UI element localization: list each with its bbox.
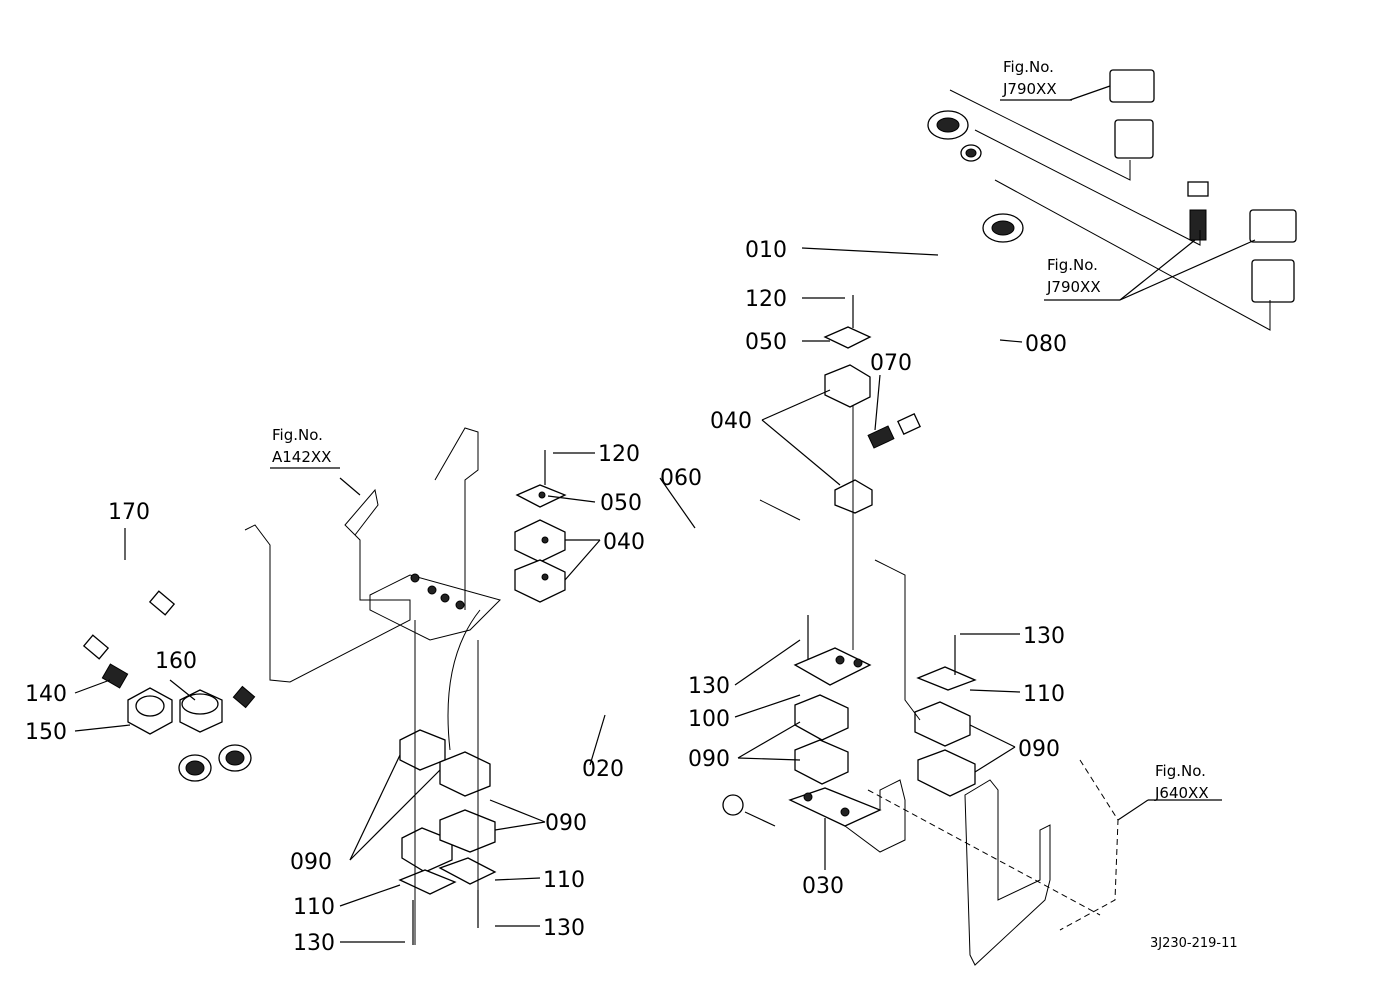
dashed-connector-lines [447,89,1271,751]
label-090: 090 [290,850,332,875]
drawing-code: 3J230-219-11 [1150,936,1238,951]
label-030: 030 [802,874,844,899]
label-050: 050 [600,491,642,516]
pipe-080 [182,222,1011,828]
figure-references: Fig.No. A142XX Fig.No. J790XX Fig.No. J7… [270,58,1222,802]
leader-lines [74,85,1256,943]
label-120: 120 [598,442,640,467]
label-150: 150 [25,720,67,745]
clamp-set-right [914,635,977,797]
label-110: 110 [543,868,585,893]
fitting-170-nuts [82,590,256,709]
clamp-set-mid [514,450,567,603]
clamp-set-lower-mid [793,615,872,785]
fitting-020-end [218,744,252,772]
label-080: 080 [1025,332,1067,357]
label-130: 130 [543,916,585,941]
label-100: 100 [688,707,730,732]
label-040: 040 [603,530,645,555]
figref-j640-title: Fig.No. [1155,762,1206,780]
label-160: 160 [155,649,197,674]
fitting-080-top [982,213,1024,243]
hose-j790-upper [1109,17,1155,159]
bracket-j640 [867,759,1119,966]
pipe-020 [816,151,989,474]
figref-j790a-code: J790XX [1002,80,1057,98]
figref-j790b-title: Fig.No. [1047,256,1098,274]
fitting-010-top [927,110,969,140]
figref-a142-title: Fig.No. [272,426,323,444]
label-090: 090 [688,747,730,772]
hose-j790-lower [1249,67,1343,303]
label-130: 130 [688,674,730,699]
label-110: 110 [1023,682,1065,707]
fitting-140 [101,663,129,689]
label-130: 130 [1023,624,1065,649]
label-120: 120 [745,287,787,312]
fitting-080-end [178,754,212,782]
pipe-170 [57,559,164,654]
label-140: 140 [25,682,67,707]
clamp-set-upper [823,295,873,650]
bracket-a142 [244,427,501,683]
fitting-020-top [960,144,982,162]
label-070: 070 [870,351,912,376]
cap-160 [179,689,223,733]
figref-j640-code: J640XX [1154,784,1209,802]
label-170: 170 [108,500,150,525]
fitting-070 [867,412,921,449]
pipe-060 [474,461,899,739]
label-060: 060 [660,466,702,491]
figref-j790a-title: Fig.No. [1003,58,1054,76]
figref-j790b-code: J790XX [1046,278,1101,296]
label-110: 110 [293,895,335,920]
label-130: 130 [293,931,335,956]
label-090: 090 [1018,737,1060,762]
label-010: 010 [745,238,787,263]
label-090: 090 [545,811,587,836]
pipe-170-lower [241,696,434,794]
part-labels: 010 120 050 070 080 040 120 050 060 040 … [25,238,1067,956]
label-040: 040 [710,409,752,434]
bracket-030 [722,779,906,853]
label-050: 050 [745,330,787,355]
label-020: 020 [582,757,624,782]
hose-j790-thin [1187,27,1288,241]
clamp-set-lower-left [398,620,497,945]
nut-150 [127,687,173,735]
figref-a142-code: A142XX [272,448,331,466]
